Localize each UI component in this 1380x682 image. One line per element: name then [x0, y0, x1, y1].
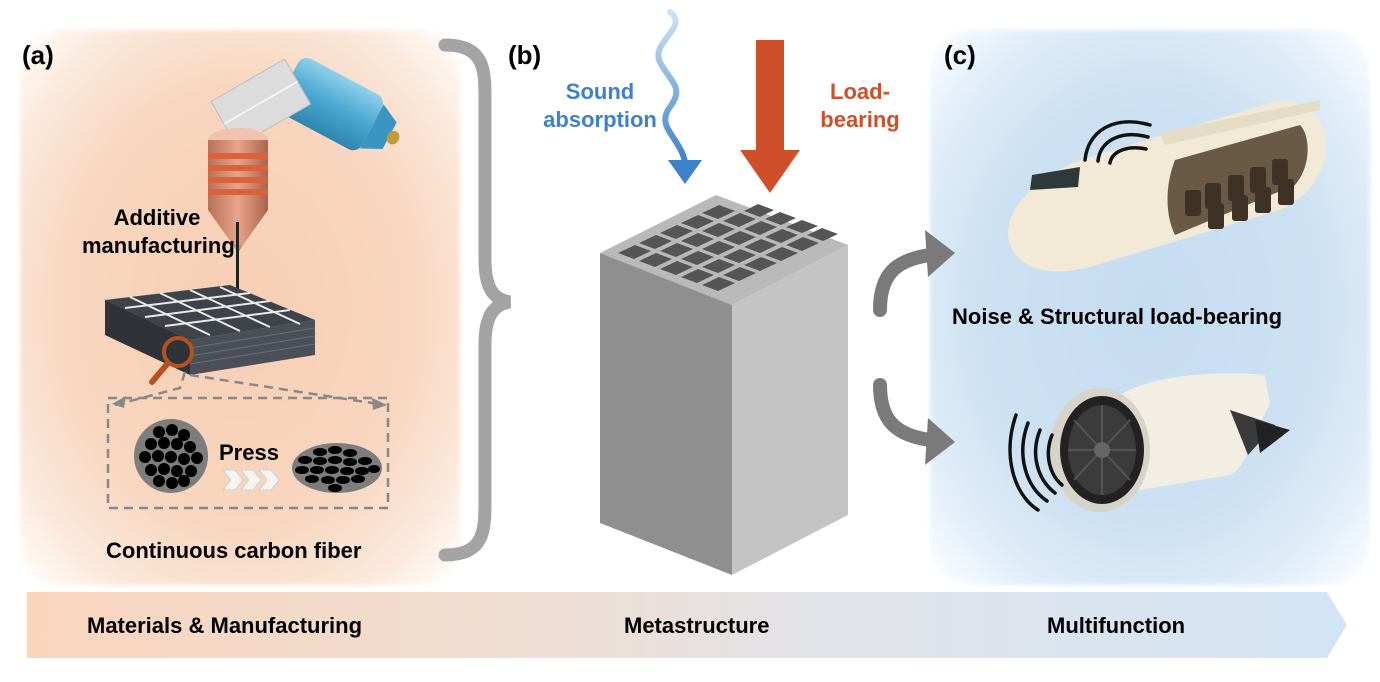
sound-label-line1: Sound [565, 79, 635, 104]
zoom-callout [106, 371, 390, 510]
sound-label-line2: absorption [543, 107, 657, 132]
load-arrow-icon [740, 40, 800, 193]
filament-strand [236, 222, 239, 298]
progression-bar [27, 592, 1347, 658]
stage-multifunction: Multifunction [1047, 613, 1186, 638]
panel-c-letter: (c) [944, 40, 976, 70]
press-chevron-icon [221, 469, 280, 491]
load-bearing-label: Load- bearing [810, 78, 910, 134]
panel-a-letter: (a) [22, 40, 54, 70]
magnifier-icon [149, 336, 194, 385]
load-label-line2: bearing [820, 107, 900, 132]
additive-label-line1: Additive [113, 205, 201, 230]
jet-engine-icon [1008, 373, 1290, 512]
printed-lattice-icon [105, 285, 316, 375]
load-label-line1: Load- [830, 79, 890, 104]
panel-b-letter: (b) [508, 40, 542, 70]
press-label: Press [219, 440, 279, 465]
sound-absorption-label: Sound absorption [535, 78, 665, 134]
arrow-to-fuselage-icon [873, 230, 955, 317]
arrow-to-engine-icon [873, 378, 955, 465]
aircraft-fuselage-icon [1008, 100, 1326, 272]
printhead-icon [208, 57, 400, 253]
stage-materials-manufacturing: Materials & Manufacturing [87, 613, 363, 638]
fiber-bundle-pressed-icon [292, 443, 382, 493]
stage-metastructure: Metastructure [624, 613, 770, 638]
continuous-carbon-fiber-label: Continuous carbon fiber [106, 538, 362, 563]
additive-manufacturing-label: Additive manufacturing [82, 204, 235, 260]
sound-wave-arrow-icon [655, 9, 702, 184]
honeycomb-block-icon [600, 195, 848, 575]
curly-brace-icon [438, 38, 512, 562]
fiber-bundle-round-icon [134, 419, 208, 493]
additive-label-line2: manufacturing [82, 233, 235, 258]
noise-structural-label: Noise & Structural load-bearing [952, 304, 1283, 329]
